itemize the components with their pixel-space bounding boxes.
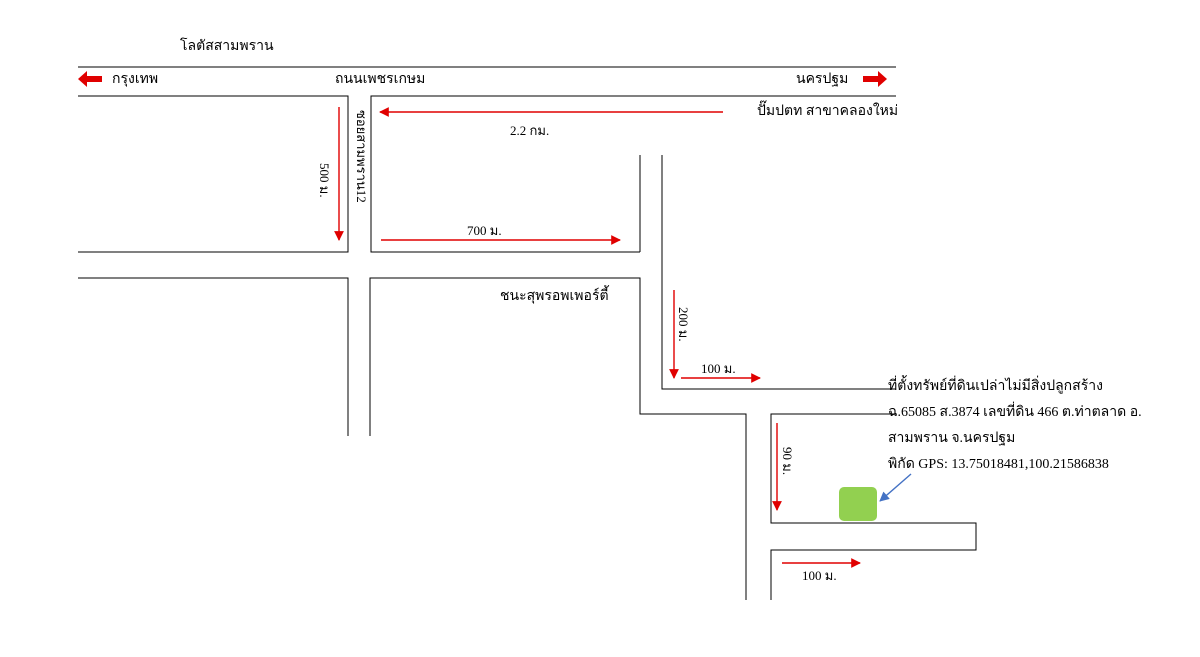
main-road-bottom-right <box>370 95 896 253</box>
bangkok-label: กรุงเทพ <box>112 72 159 87</box>
distance-90m-label: 90 ม. <box>780 447 795 476</box>
lower-left-block <box>78 277 349 436</box>
side-road-left-edge <box>661 155 896 390</box>
ptt-station-label: ปั๊มปตท สาขาคลองใหม่ <box>757 104 899 119</box>
distance-2-2km-label: 2.2 กม. <box>510 123 550 138</box>
distance-700m-label: 700 ม. <box>467 223 502 238</box>
land-marker-icon <box>839 487 877 521</box>
nakhon-pathom-label: นครปฐม <box>796 72 849 87</box>
main-road-bottom-left <box>78 95 349 253</box>
arrow-left-icon <box>78 71 102 87</box>
property-info-line-3: สามพราน จ.นครปฐม <box>888 431 1016 446</box>
distance-500m-label: 500 ม. <box>317 163 332 198</box>
property-info-line-4: พิกัด GPS: 13.75018481,100.21586838 <box>888 457 1109 472</box>
main-road-label: ถนนเพชรเกษม <box>335 72 426 87</box>
marker-pointer-arrow <box>879 473 912 502</box>
property-info-line-2: ฉ.65085 ส.3874 เลขที่ดิน 466 ต.ท่าตลาด อ… <box>888 405 1142 420</box>
arrow-right-icon <box>863 71 887 87</box>
lower-middle-block <box>369 277 747 600</box>
land-block <box>770 413 977 600</box>
property-info: ที่ตั้งทรัพย์ที่ดินเปล่าไม่มีสิ่งปลูกสร้… <box>888 374 1142 478</box>
distance-100m-label-a: 100 ม. <box>701 361 736 376</box>
distance-100m-label-b: 100 ม. <box>802 568 837 583</box>
distance-200m-label: 200 ม. <box>676 307 691 342</box>
property-info-line-1: ที่ตั้งทรัพย์ที่ดินเปล่าไม่มีสิ่งปลูกสร้… <box>888 379 1103 394</box>
soi-label: ซอยสามพราน12 <box>354 110 369 203</box>
lotus-label: โลตัสสามพราน <box>180 39 274 54</box>
chana-property-label: ชนะสุพรอพเพอร์ตี้ <box>500 289 609 304</box>
